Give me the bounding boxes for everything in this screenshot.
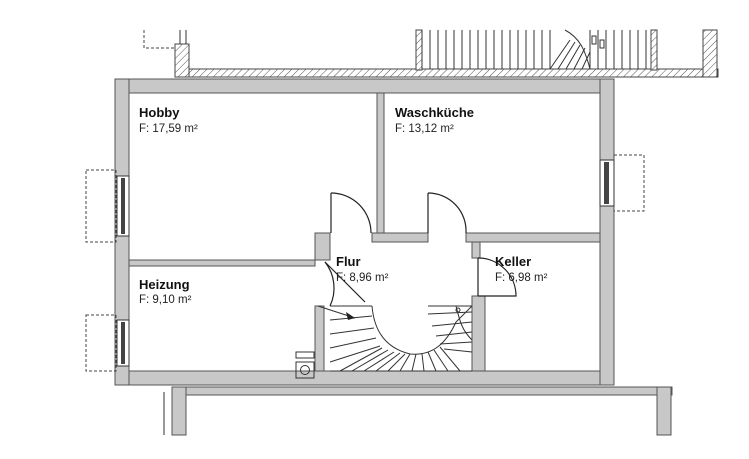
door-hobby [330,192,372,234]
room-name: Waschküche [395,105,474,120]
room-name: Flur [336,254,361,269]
door-keller [477,257,517,297]
room-area: F: 13,12 m² [395,123,454,135]
room-label-heizung: Heizung F: 9,10 m² [139,277,192,306]
window-heizung-west [85,314,130,372]
upper-stair [421,29,647,70]
room-name: Heizung [139,277,190,292]
window-hobby-west [85,169,130,243]
room-label-flur: Flur F: 8,96 m² [336,254,389,284]
window-waschkueche-east [599,154,645,212]
room-name: Hobby [139,105,180,120]
upper-level-fragment [143,29,719,78]
room-area: F: 17,59 m² [139,123,198,135]
door-waschkueche [427,192,467,234]
staircase [317,305,473,372]
room-area: F: 8,96 m² [336,272,389,284]
door-heizung [324,261,366,307]
room-name: Keller [495,254,531,269]
heating-unit [295,351,315,379]
lower-level-fragment [163,386,673,436]
room-label-hobby: Hobby F: 17,59 m² [139,105,198,135]
room-label-waschkueche: Waschküche F: 13,12 m² [395,105,474,135]
room-area: F: 9,10 m² [139,294,192,306]
room-area: F: 6,98 m² [495,272,548,284]
room-label-keller: Keller F: 6,98 m² [495,254,548,284]
